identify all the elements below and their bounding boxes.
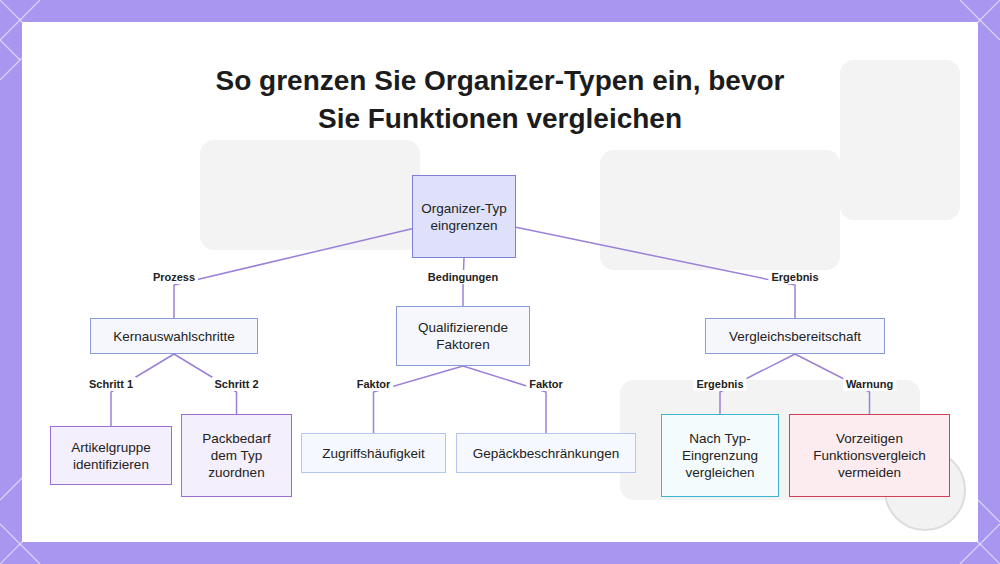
edge-label: Ergebnis [693, 377, 746, 391]
edge-label: Schritt 1 [86, 377, 136, 391]
node-text: Artikelgruppe identifizieren [51, 435, 171, 477]
connector-line [174, 229, 412, 318]
node-text: Zugriffshäufigkeit [316, 441, 431, 466]
factor-box: Zugriffshäufigkeit [301, 433, 446, 473]
connector-line [516, 227, 795, 318]
node-text: Packbedarf dem Typ zuordnen [182, 426, 291, 485]
root-box: Organizer-Typ eingrenzen [412, 175, 516, 258]
edge-label: Ergebnis [768, 270, 821, 284]
edge-label: Faktor [354, 377, 394, 391]
edge-label: Prozess [150, 270, 198, 284]
node-text: Kernauswahlschritte [107, 324, 241, 349]
edge-label: Bedingungen [425, 270, 501, 284]
node-text: Nach Typ-Eingrenzung vergleichen [662, 426, 778, 485]
factor-box: Gepäckbeschränkungen [456, 433, 636, 473]
category-box: Kernauswahlschritte [90, 318, 258, 354]
result-box: Nach Typ-Eingrenzung vergleichen [661, 414, 779, 497]
node-text: Gepäckbeschränkungen [467, 441, 625, 466]
step-box: Artikelgruppe identifizieren [50, 426, 172, 485]
diagram-title: So grenzen Sie Organizer-Typen ein, bevo… [200, 62, 800, 138]
edge-label: Faktor [526, 377, 566, 391]
node-text: Vorzeitigen Funktionsvergleich vermeiden [790, 426, 949, 485]
node-text: Qualifizierende Faktoren [397, 315, 529, 357]
node-text: Organizer-Typ eingrenzen [413, 196, 515, 238]
category-box: Vergleichsbereitschaft [705, 318, 885, 354]
edge-label: Warnung [843, 377, 896, 391]
warning-box: Vorzeitigen Funktionsvergleich vermeiden [789, 414, 950, 497]
category-box: Qualifizierende Faktoren [396, 306, 530, 366]
step-box: Packbedarf dem Typ zuordnen [181, 414, 292, 497]
node-text: Vergleichsbereitschaft [723, 324, 867, 349]
edge-label: Schritt 2 [211, 377, 261, 391]
